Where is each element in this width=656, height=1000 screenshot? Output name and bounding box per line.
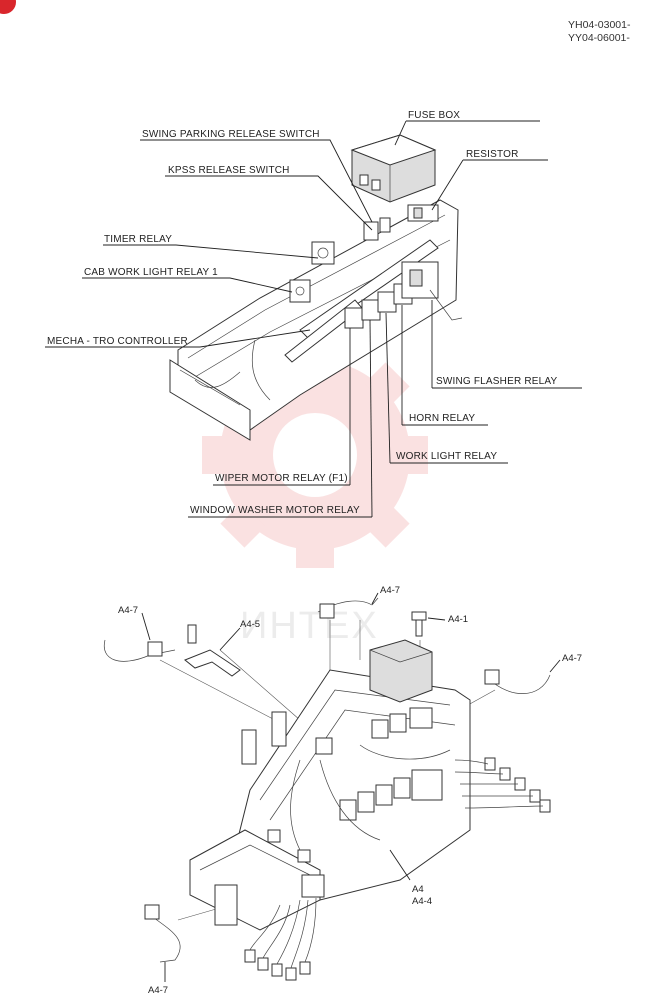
bottom-leader-lines <box>141 592 561 982</box>
label-kpss-release-switch: KPSS RELEASE SWITCH <box>168 165 290 176</box>
label-swing-flasher-relay: SWING FLASHER RELAY <box>436 376 558 387</box>
code-a4-1: A4-1 <box>448 614 468 625</box>
code-a4-7-top: A4-7 <box>380 585 400 596</box>
label-resistor: RESISTOR <box>466 149 519 160</box>
code-a4-4: A4-4 <box>412 896 432 907</box>
label-cab-work-light-relay-1: CAB WORK LIGHT RELAY 1 <box>84 267 218 278</box>
model-code-1: YH04-03001- <box>568 19 631 31</box>
watermark-text: ИНТЕХ <box>240 605 379 647</box>
code-a4-7-left: A4-7 <box>118 605 138 616</box>
bottom-loose-parts <box>103 597 551 963</box>
label-horn-relay: HORN RELAY <box>409 413 475 424</box>
bottom-exploded-drawing <box>159 620 551 981</box>
code-a4: A4 <box>412 884 424 895</box>
label-wiper-motor-relay: WIPER MOTOR RELAY (F1) <box>215 473 348 484</box>
label-swing-parking-release-switch: SWING PARKING RELEASE SWITCH <box>142 129 320 140</box>
top-leader-lines <box>45 120 582 518</box>
label-work-light-relay: WORK LIGHT RELAY <box>396 451 497 462</box>
label-fuse-box: FUSE BOX <box>408 110 460 121</box>
code-a4-7-bottom: A4-7 <box>148 985 168 996</box>
page-marker-icon <box>0 0 16 14</box>
code-a4-5: A4-5 <box>240 619 260 630</box>
code-a4-7-right: A4-7 <box>562 653 582 664</box>
label-timer-relay: TIMER RELAY <box>104 234 172 245</box>
label-mecha-tro-controller: MECHA - TRO CONTROLLER <box>47 336 188 347</box>
model-code-2: YY04-06001- <box>568 32 630 44</box>
label-window-washer-motor-relay: WINDOW WASHER MOTOR RELAY <box>190 505 360 516</box>
top-assembly-drawing <box>169 134 463 441</box>
